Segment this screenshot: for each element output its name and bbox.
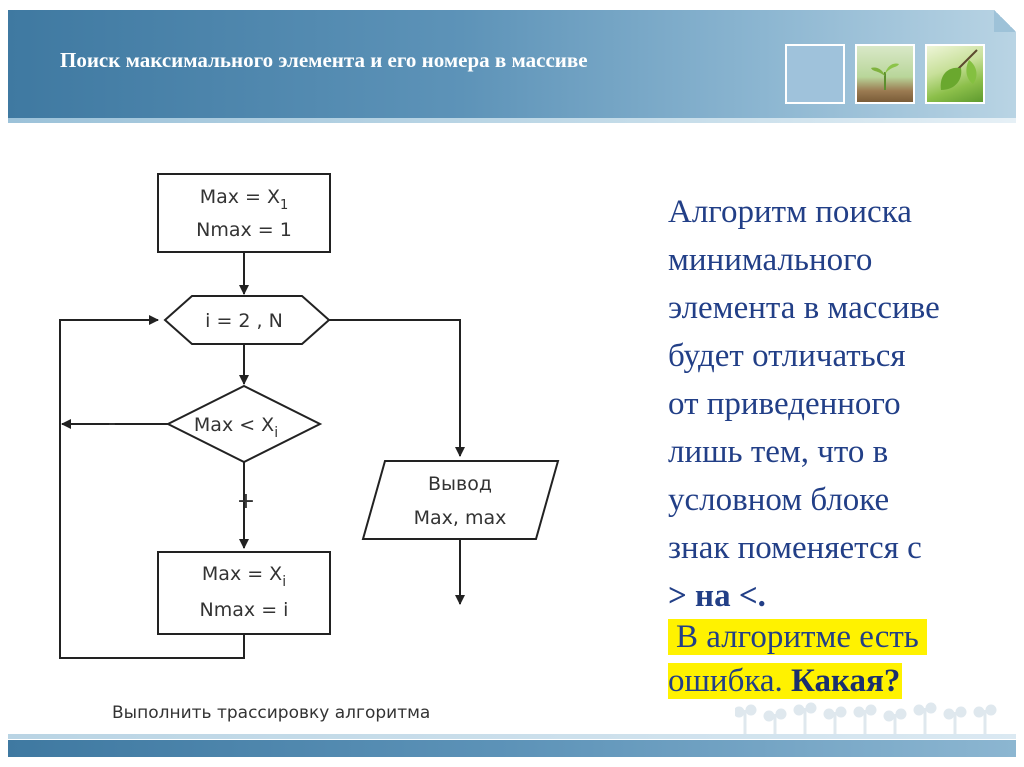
header-accent-line (8, 118, 1016, 123)
highlight-line2-plain: ошибка. (668, 663, 792, 699)
description-line: минимального (668, 242, 873, 278)
init-line2: Nmax = 1 (196, 219, 292, 241)
slide-title: Поиск максимального элемента и его номер… (60, 48, 588, 72)
output-line2: Max, max (414, 507, 507, 529)
description-line: лишь тем, что в (668, 434, 889, 470)
leaves-thumbnail (925, 44, 985, 104)
output-block (361, 460, 560, 540)
footer-bar (8, 740, 1016, 757)
loop-label: i = 2 , N (205, 310, 283, 332)
sign-change-text: > на <. (668, 578, 766, 614)
highlight-question: Какая? (791, 663, 901, 699)
sprouts-decoration (735, 702, 997, 736)
description-line: Алгоритм поиска (668, 194, 912, 230)
header-bar (8, 10, 1016, 118)
page-curl-corner (994, 10, 1016, 32)
assign-line1: Max = Xi (202, 563, 286, 590)
caption: Выполнить трассировку алгоритма (112, 703, 431, 723)
leaves-icon (940, 49, 978, 90)
loop-back-line (59, 315, 245, 659)
footer-accent-line (8, 734, 1016, 739)
highlighted-question: В алгоритме есть ошибка. Какая? (668, 615, 986, 703)
blue-square-thumbnail (785, 44, 845, 104)
init-line1: Max = X1 (200, 186, 289, 213)
no-branch-label: - (108, 411, 116, 436)
sprout-thumbnail (855, 44, 915, 104)
assign-line2: Nmax = i (200, 599, 289, 621)
description-line: условном блоке (668, 482, 890, 518)
sprout-icon (871, 63, 899, 90)
description-line: знак поменяется с (668, 530, 922, 566)
init-block (157, 173, 331, 253)
arrow-loop-exit (329, 319, 465, 457)
description-line: от приведенного (668, 386, 901, 422)
description-text: Алгоритм поиска минимального элемента в … (668, 188, 1008, 620)
output-line1: Вывод (428, 473, 492, 495)
yes-branch-label: + (237, 489, 255, 514)
description-line: будет отличаться (668, 338, 906, 374)
highlight-line1: В алгоритме есть (668, 619, 927, 655)
condition-label: Max < Xi (194, 414, 278, 441)
description-line: элемента в массиве (668, 290, 940, 326)
